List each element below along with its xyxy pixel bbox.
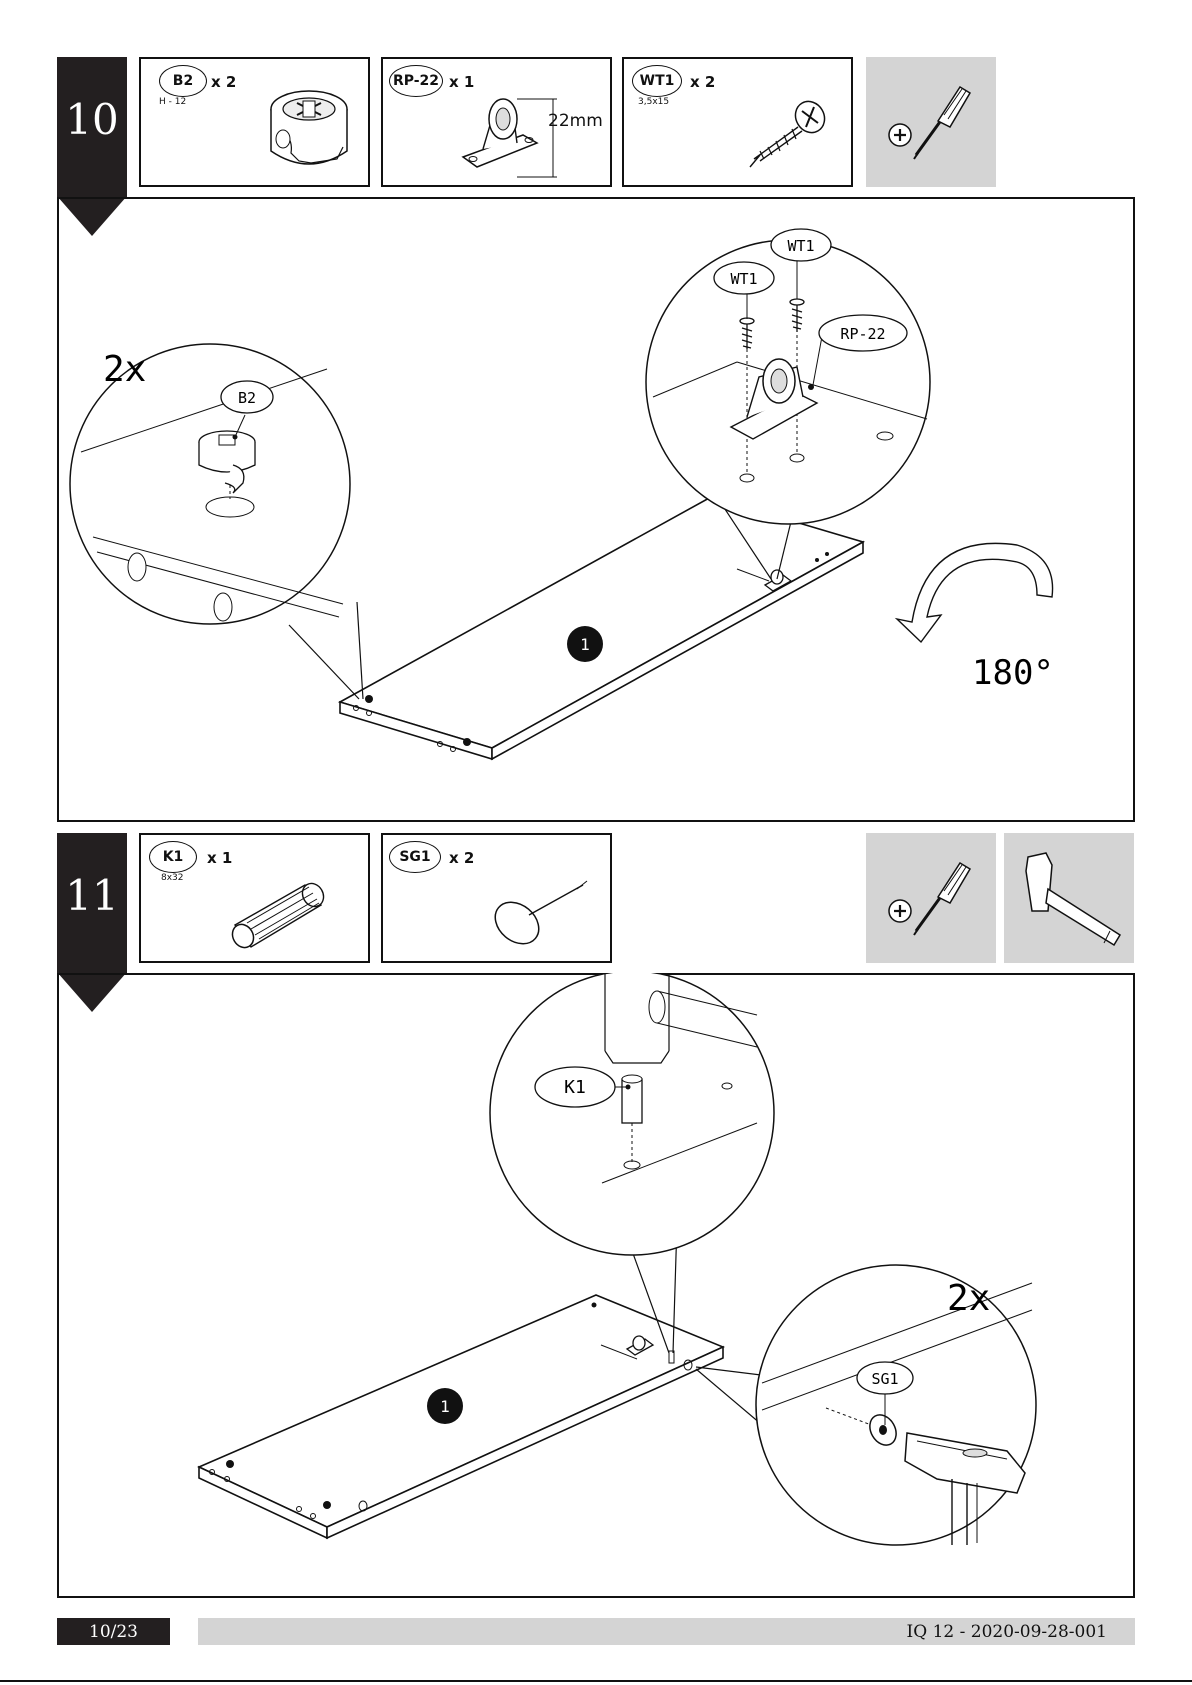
- step-11-tab: 11: [57, 833, 127, 973]
- cam-lock-illustration: [251, 81, 361, 181]
- tool-card-screwdriver: [866, 57, 996, 187]
- part-qty: x 2: [690, 73, 715, 91]
- step-10-assembly-drawing: 1 B2 2x: [57, 197, 1135, 822]
- board-panel-1: [199, 1295, 723, 1538]
- part-qty: x 2: [211, 73, 236, 91]
- glide-nail-illustration: [493, 875, 603, 955]
- callout-wt1-upper: WT1: [787, 237, 814, 255]
- part-code-oval: SG1: [389, 841, 441, 873]
- tool-card-screwdriver: [866, 833, 996, 963]
- panel-number-badge: 1: [440, 1397, 450, 1416]
- part-qty: x 2: [449, 849, 474, 867]
- part-card-wt1: WT1 3,5x15 x 2: [622, 57, 853, 187]
- zoom-circle-cam-lock: [70, 344, 363, 699]
- callout-sg1: SG1: [871, 1370, 898, 1388]
- dimension-label: 22mm: [548, 111, 603, 131]
- rotation-label: 180°: [972, 653, 1054, 693]
- callout-b2: B2: [238, 389, 256, 407]
- board-panel-1: [340, 497, 863, 759]
- screw-illustration: [740, 89, 840, 179]
- callout-k1: K1: [564, 1077, 586, 1098]
- rotate-180-icon: [897, 543, 1053, 642]
- part-card-sg1: SG1 x 2: [381, 833, 612, 963]
- part-spec: 8x32: [161, 873, 184, 883]
- part-code-oval: B2: [159, 65, 207, 97]
- screwdriver-icon: [886, 79, 976, 169]
- tool-card-hammer: [1004, 833, 1134, 963]
- zoom-circle-dowel: [490, 973, 774, 1353]
- document-code: IQ 12 - 2020-09-28-001: [198, 1618, 1135, 1645]
- step-number: 10: [65, 95, 118, 197]
- hammer-icon: [1022, 851, 1122, 951]
- part-code-oval: K1: [149, 841, 197, 873]
- panel-number-badge: 1: [580, 635, 590, 654]
- callout-wt1-lower: WT1: [730, 270, 757, 288]
- multiplier-label: 2x: [947, 1278, 990, 1319]
- part-card-rp22: RP-22 x 1 22mm: [381, 57, 612, 187]
- step-11-assembly-drawing: 1 K1 SG1: [57, 973, 1135, 1598]
- part-code-oval: WT1: [632, 65, 682, 97]
- screwdriver-icon: [886, 855, 976, 945]
- callout-rp22: RP-22: [840, 325, 885, 343]
- part-spec: 3,5x15: [638, 97, 669, 107]
- caster-wheel-illustration: [453, 85, 563, 185]
- multiplier-label: 2x: [103, 349, 146, 390]
- step-number: 11: [65, 871, 118, 973]
- page-number: 10/23: [57, 1618, 170, 1645]
- part-card-k1: K1 8x32 x 1: [139, 833, 370, 963]
- step-10-tab: 10: [57, 57, 127, 197]
- part-code-oval: RP-22: [389, 65, 443, 97]
- dowel-illustration: [225, 865, 335, 955]
- bottom-rule: [0, 1680, 1192, 1682]
- part-spec: H - 12: [159, 97, 186, 107]
- part-card-b2: B2 H - 12 x 2: [139, 57, 370, 187]
